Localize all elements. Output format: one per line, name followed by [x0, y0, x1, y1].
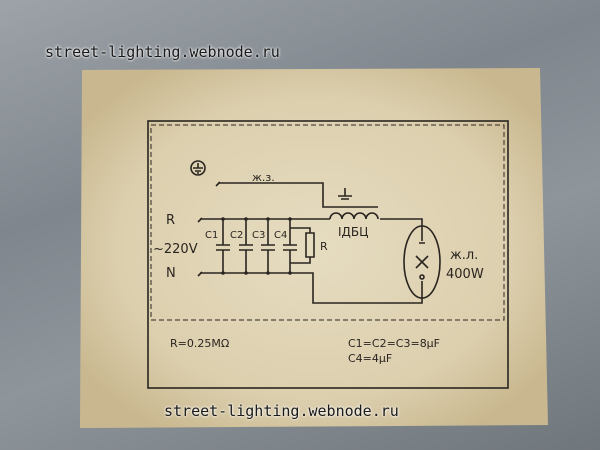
- ballast-inductor: [329, 212, 379, 220]
- dashed-border: [150, 124, 505, 321]
- ballast-label: IДБЦ: [338, 225, 368, 239]
- resistor: [290, 227, 315, 264]
- capacitor-label: C3: [252, 230, 265, 241]
- earth-wire-label: ж.з.: [252, 171, 275, 184]
- capacitor-values-2: C4=4μF: [348, 352, 392, 365]
- capacitor-values-1: C1=C2=C3=8μF: [348, 337, 440, 350]
- capacitor-label: C1: [205, 230, 218, 241]
- capacitors: [216, 219, 297, 273]
- terminal-r-label: R: [166, 213, 175, 228]
- terminal-n-label: N: [166, 266, 176, 281]
- earth-wire: [215, 181, 378, 208]
- outer-border: [147, 120, 509, 389]
- watermark-top: street-lighting.webnode.ru: [45, 43, 280, 61]
- resistor-label: R: [320, 240, 328, 253]
- lamp-x-icon: [415, 242, 429, 269]
- earth-symbol-icon: [190, 160, 206, 176]
- watermark-bottom: street-lighting.webnode.ru: [164, 402, 399, 420]
- neutral-line: [197, 271, 423, 304]
- lamp-label: ж.л.: [450, 248, 478, 263]
- capacitor-label: C2: [230, 230, 243, 241]
- voltage-label: ~220V: [153, 242, 198, 257]
- lamp-power-label: 400W: [446, 267, 484, 282]
- lamp-bulb: [403, 225, 441, 299]
- resistor-value: R=0.25MΩ: [170, 337, 229, 350]
- ground-icon: [338, 188, 352, 200]
- capacitor-label: C4: [274, 230, 287, 241]
